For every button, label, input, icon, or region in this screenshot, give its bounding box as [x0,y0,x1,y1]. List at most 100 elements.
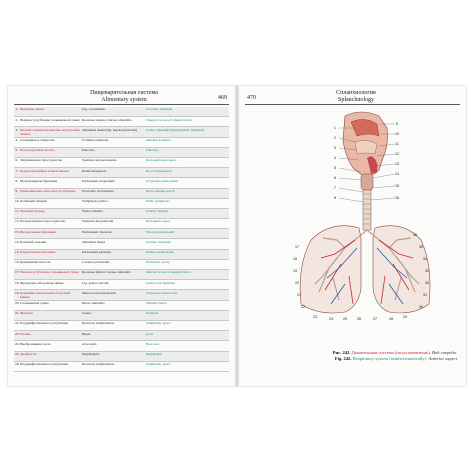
term-english: Pubic symphysis [146,199,170,204]
term-russian: Корень брыжейки тонкой кишки [20,168,69,173]
term-latin: Diaphragma [82,351,100,356]
caption-en-aspect: Anterior aspect [428,356,457,361]
term-english: Pancreas [146,148,159,153]
row-number: 6. [15,158,18,163]
right-page: 470 Спланхнология Splanchnology [237,86,466,386]
term-russian: Печень [20,331,31,336]
figure-label: 15 [395,184,399,188]
term-latin: Vesica urinaria [82,209,103,214]
figure-label: 5 [334,166,336,170]
row-number: 15. [15,250,19,255]
term-english: Diaphragm [146,351,162,356]
term-russian: Париетальная брюшина [20,250,56,255]
row-number: 3. [15,127,18,132]
left-lung [372,225,431,314]
term-latin: Recessus subphrenicus [82,321,115,326]
figure-label: 34 [423,257,427,261]
nasal-cavity [350,119,380,137]
figure-label: 22 [301,305,305,309]
row-number: 5. [15,148,18,153]
term-russian: Венечная связка [20,107,45,112]
term-russian: Забрюшинное пространство [20,158,63,163]
term-latin: Gaster [82,311,92,316]
label-leader-lines [338,123,396,203]
term-english: Stomach [146,311,159,316]
term-english: Retroperitoneal space [146,158,177,163]
term-latin: Pancreas [82,148,95,153]
term-latin: Peritoneum parietale [82,250,112,255]
figure-label: 28 [389,317,393,321]
row-number: 22. [15,321,19,326]
row-number: 7. [15,168,18,173]
term-latin: Spatium retroperitoneale [82,158,117,163]
figure-label: 29 [403,315,407,319]
right-title-ru: Спланхнология [336,90,376,96]
term-english: Urogenital peritoneum [146,178,178,183]
term-russian: Лобковый симфиз [20,199,48,204]
term-latin: Radix mesenterii [82,168,106,173]
term-latin: Hepar [82,331,91,336]
term-latin: Spatium retropubicum [82,219,114,224]
figure-caption: Рис. 242. Дыхательная система (полусхема… [271,350,457,362]
figure-label: 8 [334,196,336,200]
term-latin: Lig. gastrocolicum [82,280,109,285]
term-latin: Omentum majus [82,239,106,244]
term-latin: Excavatio rectouterina [82,188,114,193]
table-row: 15.Париетальная брюшина Peritoneum pariet… [14,249,229,260]
row-number: 2. [15,117,18,122]
table-row: 25.Диафрагма Diaphragma Diaphragm [14,351,229,362]
term-latin: Bursa omentalis [82,300,105,305]
book-gutter [234,86,240,386]
term-english: Subphrenic space [146,321,171,326]
term-english: Transverse mesocolon [146,290,178,295]
term-english: Lesser omentum (hepatogastric ligament) [146,127,205,132]
term-russian: Брюшинная полость [20,260,51,265]
figure-label: 12 [395,152,399,156]
caption-en-label: Fig. 242. [334,356,352,361]
term-latin: Lig. coronarium [82,107,105,112]
term-english: Root of mesentery [146,168,172,173]
term-english: Greater omentum [146,239,171,244]
row-number: 25. [15,351,19,356]
term-english: Inferior recess of omental bursa [146,270,191,275]
figure-label: 30 [419,305,423,309]
figure-label: 32 [425,281,429,285]
row-number: 8. [15,178,18,183]
term-latin: Recessus inferior bursae omentalis [82,270,131,275]
figure-label: 9 [396,122,398,126]
term-russian: Желудок [20,311,34,316]
figure-label: 24 [329,317,333,321]
term-english: Omental bursa [146,300,167,305]
figure-label: 27 [373,317,377,321]
left-page-titles: Пищеварительная система Alimentary syste… [74,90,174,103]
term-latin: Symphysis pubica [82,199,108,204]
term-russian: Висцеральная брюшина [20,229,56,234]
left-title-ru: Пищеварительная система [90,90,158,96]
figure-label: 21 [297,293,301,297]
figure-label: 17 [295,245,299,249]
term-russian: Диафрагма [20,351,37,356]
row-number: 24. [15,341,19,346]
row-number: 4. [15,137,18,142]
table-row: 6.Забрюшинное пространство Spatium retrop… [14,158,229,169]
term-latin: Peritoneum viscerale [82,229,112,234]
term-russian: Верхнее углубление сальниковой сумки [20,117,80,122]
term-russian: Мочепузырная брюшина [20,178,58,183]
row-number: 16. [15,260,19,265]
book-spread: Пищеварительная система Alimentary syste… [8,86,466,386]
term-english: Liver [146,331,154,336]
caption-ru-text: Дыхательная система (полусхематично). [351,350,431,355]
row-number: 17. [15,270,19,275]
respiratory-illustration-svg: 1234567891011121314151617181920212223242… [293,111,431,321]
term-latin: Omentum minus (lig. hepatogastricum) [82,127,138,132]
